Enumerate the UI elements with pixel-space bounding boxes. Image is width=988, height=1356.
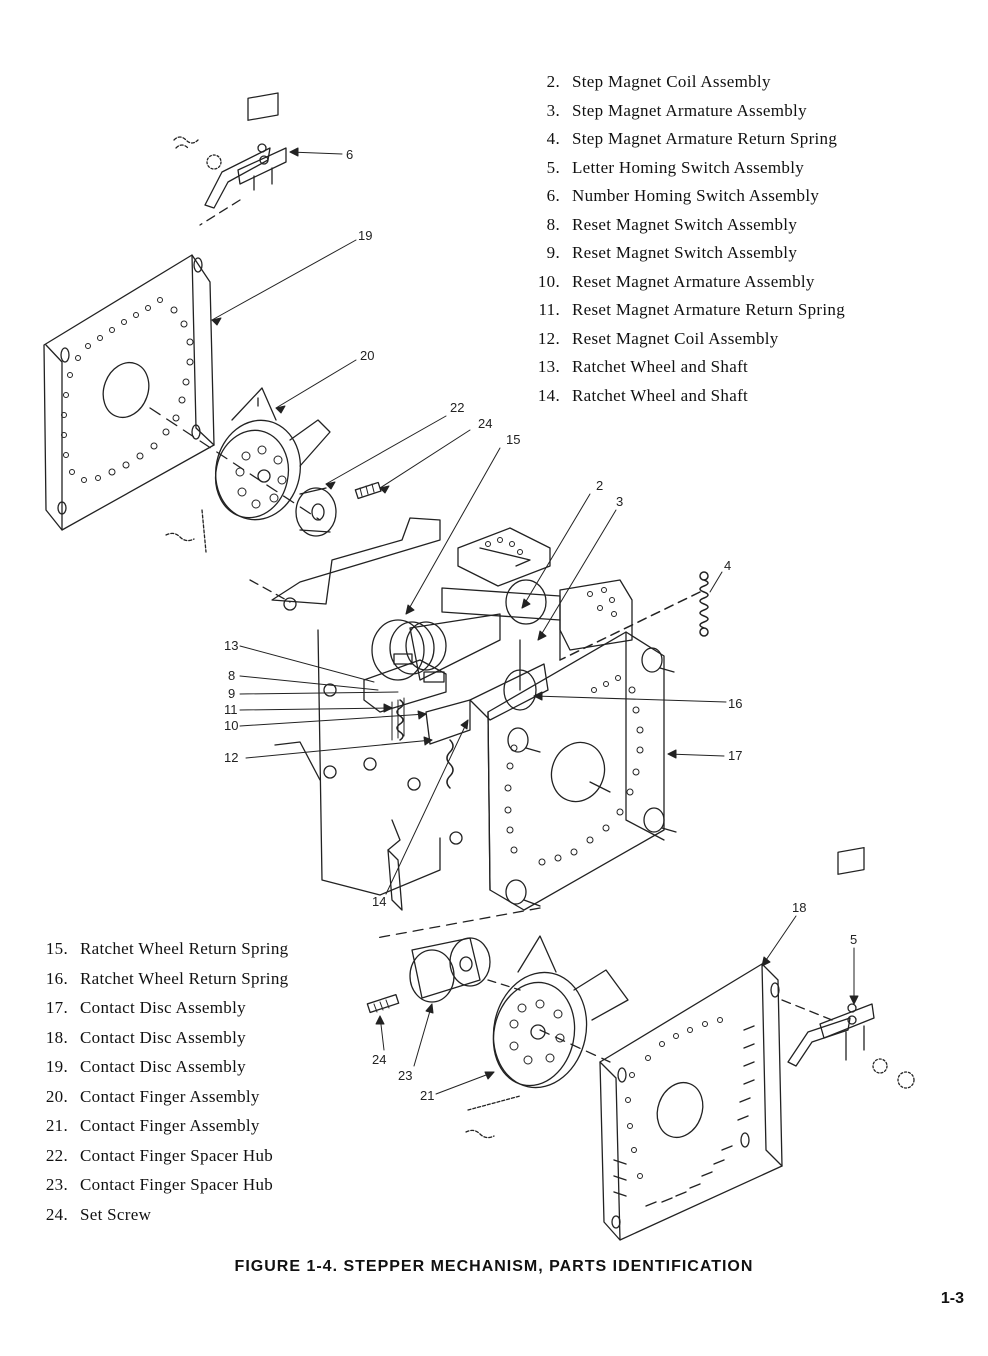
callout-4: 4 xyxy=(724,558,731,573)
callout-labels: 2 3 4 5 6 8 9 10 11 12 13 14 15 16 17 18… xyxy=(224,147,857,1103)
callout-5: 5 xyxy=(850,932,857,947)
spacer-hub-lower xyxy=(366,937,521,1014)
leader-lines xyxy=(211,147,859,1095)
callout-11: 11 xyxy=(224,702,238,717)
parts-list-item: 19.Contact Disc Assembly xyxy=(45,1057,246,1076)
standoffs xyxy=(505,647,677,907)
callout-6: 6 xyxy=(346,147,353,162)
parts-list-item: 22.Contact Finger Spacer Hub xyxy=(45,1145,274,1165)
callout-22: 22 xyxy=(450,400,464,415)
parts-list-item: 21.Contact Finger Assembly xyxy=(45,1116,260,1135)
parts-list-item: 17.Contact Disc Assembly xyxy=(45,998,246,1017)
callout-13: 13 xyxy=(224,638,238,653)
homing-switch-top xyxy=(173,92,287,226)
homing-switch-lower xyxy=(781,846,915,1089)
callout-24-upper: 24 xyxy=(478,416,492,431)
step-armature xyxy=(559,579,633,651)
callout-17: 17 xyxy=(728,748,742,763)
parts-list-item: 18.Contact Disc Assembly xyxy=(45,1027,246,1047)
set-screw-upper xyxy=(354,481,382,500)
parts-list-item: 11.Reset Magnet Armature Return Spring xyxy=(538,300,846,319)
callout-20: 20 xyxy=(360,348,374,363)
parts-list-item: 16.Ratchet Wheel Return Spring xyxy=(45,968,289,988)
callout-12: 12 xyxy=(224,750,238,765)
contact-disc-lower xyxy=(599,963,783,1241)
contact-finger-lower xyxy=(492,935,629,1089)
set-screw-lower xyxy=(366,993,400,1014)
callout-15: 15 xyxy=(506,432,520,447)
callout-21: 21 xyxy=(420,1088,434,1103)
parts-list-item: 4.Step Magnet Armature Return Spring xyxy=(546,129,838,148)
spacer-hub-upper xyxy=(295,481,382,537)
parts-list-item: 3.Step Magnet Armature Assembly xyxy=(546,100,807,120)
callout-2: 2 xyxy=(596,478,603,493)
figure-caption: FIGURE 1-4. STEPPER MECHANISM, PARTS IDE… xyxy=(234,1258,754,1275)
parts-list-item: 13.Ratchet Wheel and Shaft xyxy=(537,357,749,376)
parts-list-item: 8.Reset Magnet Switch Assembly xyxy=(546,214,798,234)
contact-disc-right xyxy=(469,631,677,911)
stepper-mechanism-drawing: 2 3 4 5 6 8 9 10 11 12 13 14 15 16 17 18… xyxy=(43,92,915,1241)
callout-24-lower: 24 xyxy=(372,1052,386,1067)
parts-list-item: 24.Set Screw xyxy=(45,1204,152,1224)
callout-19: 19 xyxy=(358,228,372,243)
callout-18: 18 xyxy=(792,900,806,915)
callout-10: 10 xyxy=(224,718,238,733)
parts-list-item: 9.Reset Magnet Switch Assembly xyxy=(546,243,798,262)
callout-9: 9 xyxy=(228,686,235,701)
callout-8: 8 xyxy=(228,668,235,683)
assembly-line xyxy=(375,907,541,939)
chassis-frame xyxy=(249,517,463,911)
contact-disc-upper xyxy=(43,254,215,531)
ratchet-wheel-assembly xyxy=(363,613,501,789)
step-magnet-bracket xyxy=(441,527,561,691)
parts-list-item: 14.Ratchet Wheel and Shaft xyxy=(537,385,749,405)
parts-list-item: 23.Contact Finger Spacer Hub xyxy=(45,1175,274,1194)
parts-list-item: 20.Contact Finger Assembly xyxy=(45,1086,260,1106)
callout-14: 14 xyxy=(372,894,386,909)
callout-3: 3 xyxy=(616,494,623,509)
contact-disc-holes xyxy=(61,297,194,483)
screw-plate-19 xyxy=(165,509,207,553)
page-number: 1-3 xyxy=(940,1290,964,1307)
parts-list-item: 5.Letter Homing Switch Assembly xyxy=(546,157,805,177)
callout-16: 16 xyxy=(728,696,742,711)
screw-lower xyxy=(465,1095,521,1139)
parts-list-item: 6.Number Homing Switch Assembly xyxy=(546,186,820,205)
parts-list-item: 12.Reset Magnet Coil Assembly xyxy=(537,328,779,348)
parts-list-item: 15.Ratchet Wheel Return Spring xyxy=(45,939,289,958)
callout-23: 23 xyxy=(398,1068,412,1083)
contact-finger-upper xyxy=(149,387,331,521)
parts-list-item: 2.Step Magnet Coil Assembly xyxy=(546,72,771,91)
contact-slots xyxy=(613,1025,755,1207)
parts-list-item: 10.Reset Magnet Armature Assembly xyxy=(537,271,815,291)
return-spring-4 xyxy=(559,571,709,661)
